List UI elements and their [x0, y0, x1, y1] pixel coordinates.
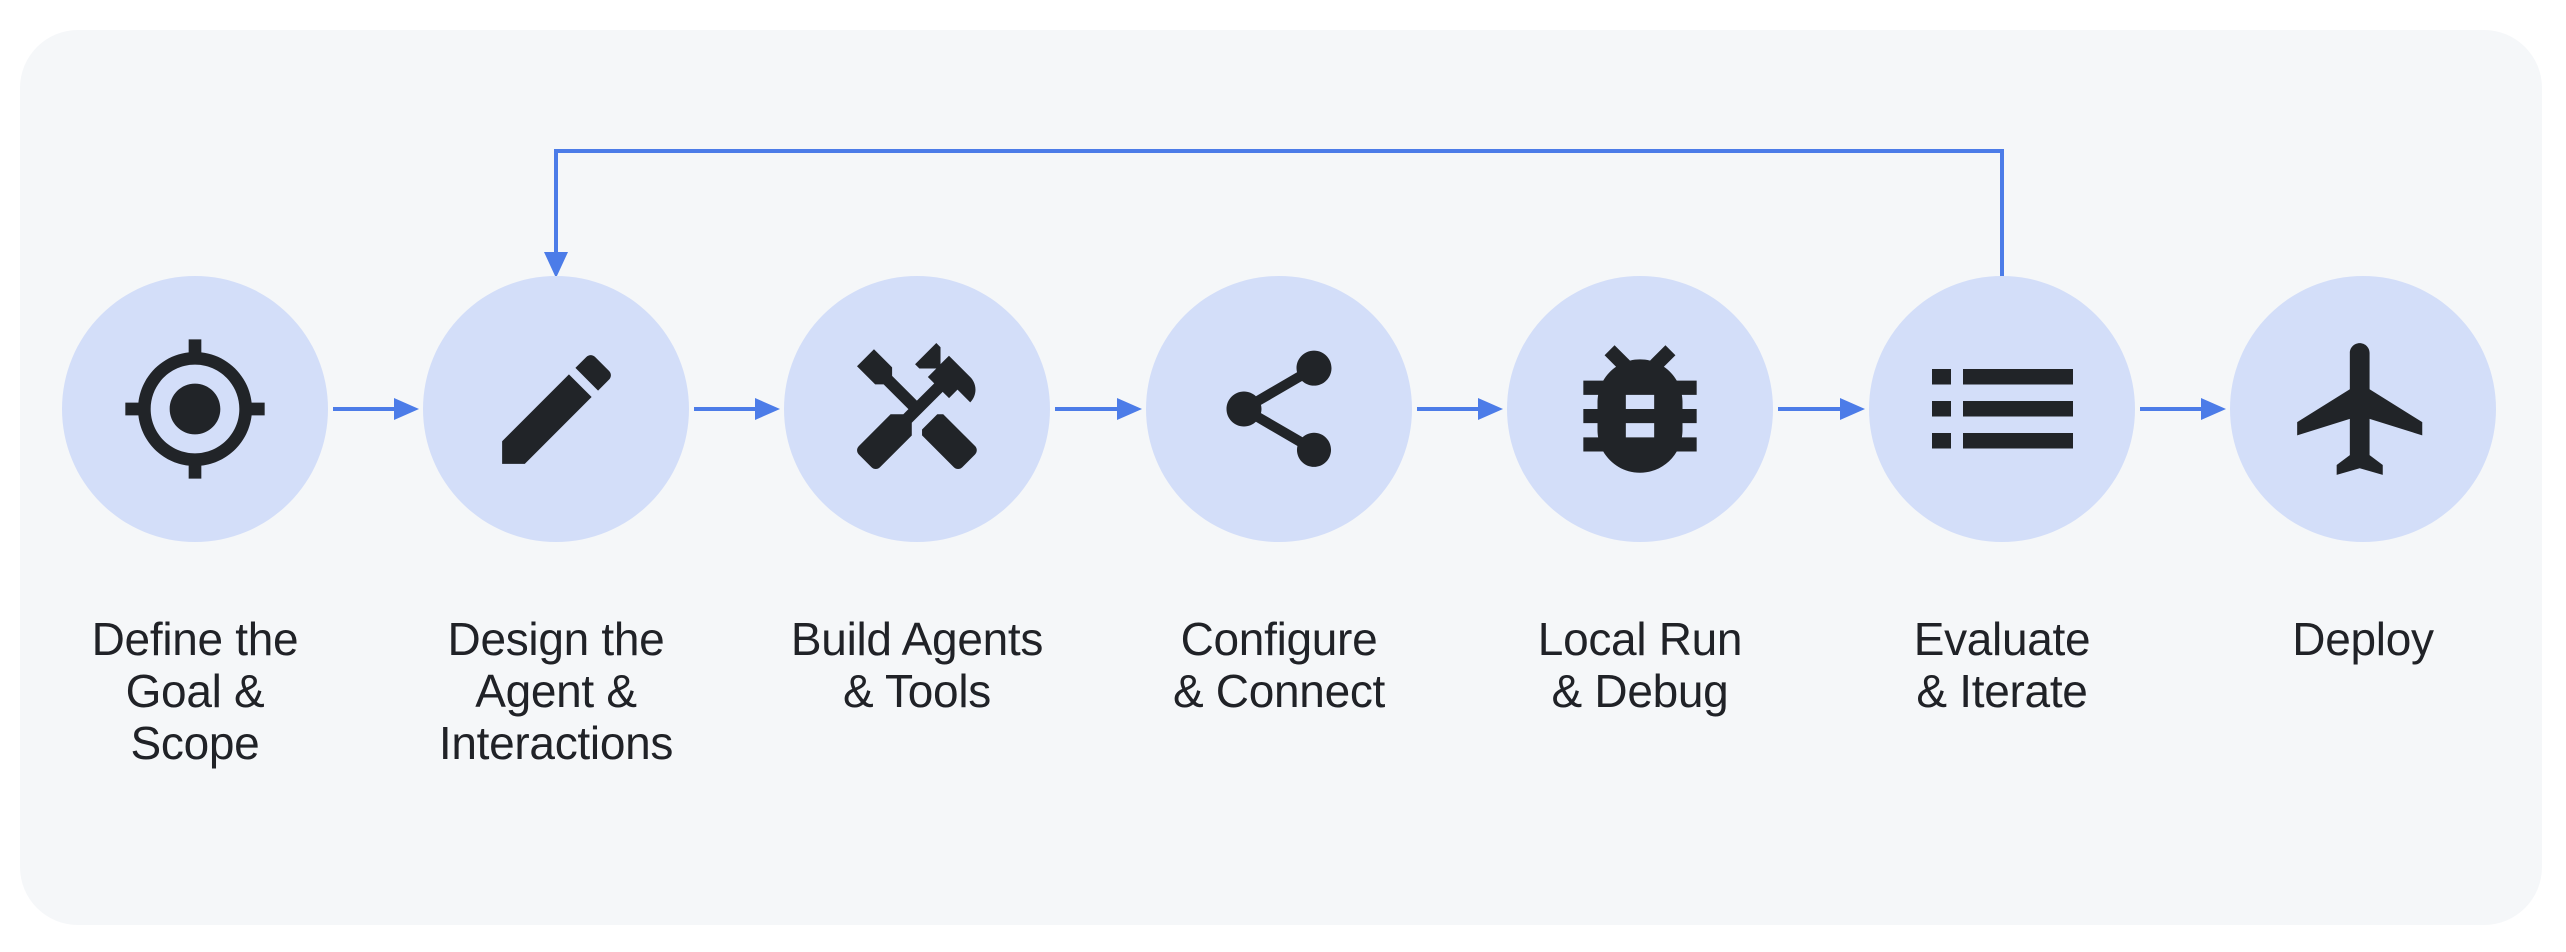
step-label-line: Design the [447, 613, 665, 665]
step-circle [784, 276, 1050, 542]
share-icon [1226, 350, 1332, 467]
step-define-goal: Define the Goal & Scope [12, 276, 378, 769]
step-circle [423, 276, 689, 542]
step-circle [1146, 276, 1412, 542]
step-label-line: Evaluate [1913, 613, 2091, 665]
step-label-line: Scope [130, 717, 260, 769]
step-label: Define the Goal & Scope [92, 613, 299, 769]
step-label-line: & Iterate [1916, 665, 2088, 717]
step-circle [1869, 276, 2135, 542]
step-label-line: & Connect [1172, 665, 1386, 717]
step-build-agents: Build Agents & Tools [734, 276, 1100, 717]
step-label-line: Define the [91, 613, 299, 665]
step-circle [1507, 276, 1773, 542]
step-label: Deploy [2292, 613, 2434, 665]
step-label-line: & Debug [1551, 665, 1729, 717]
step-label: Build Agents & Tools [791, 613, 1043, 717]
airplane-icon [2297, 343, 2423, 475]
tools-icon [857, 343, 977, 470]
pencil-icon [501, 354, 611, 464]
step-label-line: Build Agents [790, 613, 1044, 665]
step-evaluate-iterate: Evaluate & Iterate [1819, 276, 2185, 717]
step-local-run-debug: Local Run & Debug [1457, 276, 1823, 717]
step-label: Local Run & Debug [1537, 613, 1743, 717]
bug-icon [1583, 345, 1697, 473]
step-label-line: Deploy [2292, 613, 2434, 665]
list-icon [1931, 369, 2073, 449]
target-icon [125, 339, 265, 479]
step-label-line: & Tools [843, 665, 991, 717]
step-circle [2230, 276, 2496, 542]
step-deploy: Deploy [2180, 276, 2546, 665]
step-label-line: Local Run [1537, 613, 1743, 665]
step-label: Design the Agent & Interactions [438, 613, 674, 769]
step-label-line: Configure [1180, 613, 1378, 665]
step-design-agent: Design the Agent & Interactions [373, 276, 739, 769]
step-label-line: Agent & [475, 665, 637, 717]
step-configure-connect: Configure & Connect [1096, 276, 1462, 717]
step-label-line: Interactions [438, 717, 674, 769]
step-label-line: Goal & [125, 665, 265, 717]
step-label: Configure & Connect [1173, 613, 1385, 717]
step-label: Evaluate & Iterate [1914, 613, 2091, 717]
step-circle [62, 276, 328, 542]
